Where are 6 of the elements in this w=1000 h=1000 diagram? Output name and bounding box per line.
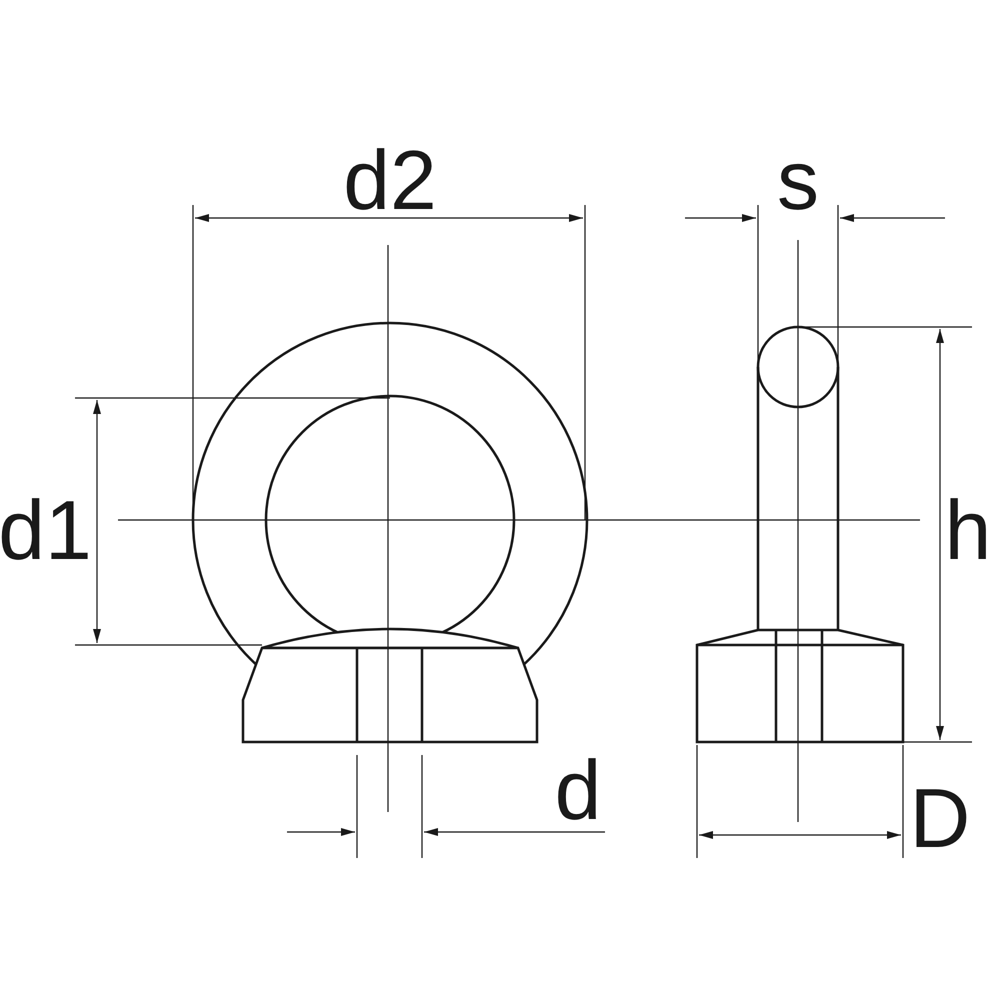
dimension-label: h xyxy=(944,488,992,572)
dimension-label: D xyxy=(910,776,970,860)
dimension-label: d1 xyxy=(0,488,92,572)
dimension-label: d xyxy=(554,748,602,832)
dimension-label: s xyxy=(777,138,819,222)
dimension-label: d2 xyxy=(343,138,437,222)
